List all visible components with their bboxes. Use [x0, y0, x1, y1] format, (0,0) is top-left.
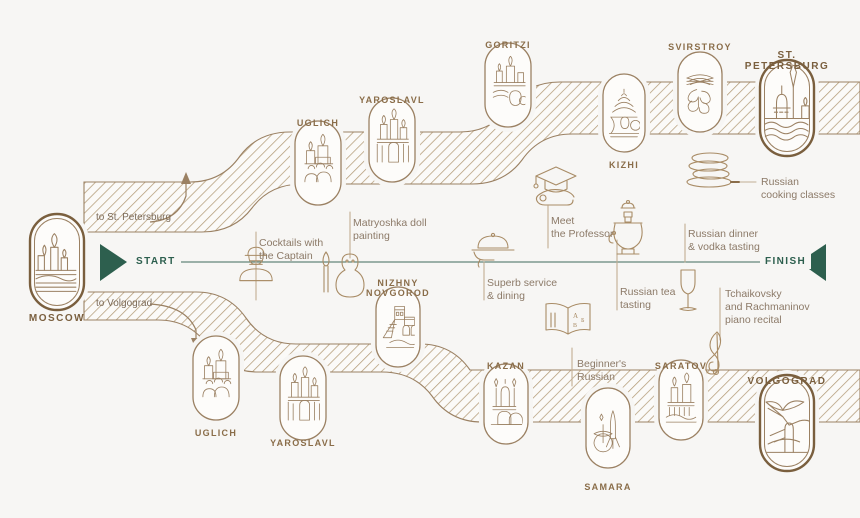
svg-text:Б: Б	[581, 318, 585, 324]
samara-rocket-icon	[593, 410, 620, 453]
start-triangle-icon	[100, 244, 127, 281]
city-capsule-yaroslavl-bot[interactable]	[275, 351, 331, 445]
stpetersburg-spire-icon	[764, 65, 810, 141]
svirstroy-basket-icon	[686, 74, 714, 114]
kazan-mosque-icon	[490, 378, 523, 425]
capsule-inner-ring	[764, 379, 810, 467]
city-capsule-kizhi[interactable]	[598, 69, 650, 157]
capsule-inner-ring	[34, 218, 80, 306]
route-note-to-volgograd: to Volgograd	[96, 298, 153, 309]
moscow-skyline-icon	[35, 233, 77, 292]
capsule-outline	[658, 359, 704, 441]
city-capsule-volgograd[interactable]	[755, 370, 819, 476]
capsule-outline	[28, 212, 86, 312]
city-capsule-svirstroy[interactable]	[673, 47, 727, 137]
nizhny-kremlin-icon	[382, 306, 415, 348]
activity-label-vodka: Russian dinner & vodka tasting	[688, 228, 760, 253]
blini-stack-icon	[686, 152, 740, 188]
paintbrush-icon	[322, 251, 330, 293]
capsule-outline	[602, 73, 646, 153]
to-stpetersburg-arrow-curve	[149, 178, 187, 223]
volgograd-statue-icon	[765, 400, 810, 453]
matryoshka-icon	[335, 253, 365, 298]
svg-text:В: В	[573, 323, 577, 329]
capsule-outline	[585, 387, 631, 469]
city-capsule-yaroslavl-top[interactable]	[364, 93, 420, 187]
cloche-icon	[471, 232, 515, 268]
route-note-to-st-petersburg: to St. Petersburg	[96, 212, 172, 223]
capsule-outline	[375, 286, 421, 368]
uglich-church-icon	[202, 348, 232, 398]
open-book-icon: A Б В	[545, 302, 591, 335]
city-capsule-stpetersburg[interactable]	[755, 55, 819, 161]
goritzi-monastery-icon	[492, 55, 526, 106]
treble-clef-icon	[705, 331, 722, 376]
finish-triangle-icon	[799, 244, 826, 281]
activity-label-cocktails: Cocktails with the Captain	[259, 237, 324, 262]
captain-icon	[239, 246, 273, 282]
activity-label-tea: Russian tea tasting	[620, 286, 676, 311]
city-capsule-saratov[interactable]	[654, 355, 708, 445]
kizhi-church-icon	[608, 88, 640, 138]
activity-label-recital: Tchaikovsky and Rachmaninov piano recita…	[725, 288, 810, 326]
activity-label-dining: Superb service & dining	[487, 277, 558, 302]
activity-label-beginners: Beginner's Russian	[577, 358, 627, 383]
start-marker-label: START	[131, 254, 181, 269]
to-stpetersburg-arrowhead	[181, 172, 191, 184]
graduation-cap-icon	[533, 166, 577, 206]
yaroslavl-church-icon	[376, 108, 409, 163]
city-capsule-uglich-top[interactable]	[290, 116, 346, 210]
saratov-church-icon	[665, 372, 698, 423]
svg-text:A: A	[573, 312, 578, 320]
activity-label-professor: Meet the Professor	[551, 215, 614, 240]
city-capsule-kazan[interactable]	[479, 359, 533, 449]
city-capsule-samara[interactable]	[581, 383, 635, 473]
activity-label-matryoshka: Matryoshka doll painting	[353, 217, 427, 242]
yaroslavl-church-icon	[287, 366, 320, 421]
city-capsule-goritzi[interactable]	[480, 38, 536, 132]
samovar-icon	[608, 199, 643, 255]
city-capsule-moscow[interactable]	[25, 209, 89, 315]
capsule-outline	[484, 42, 532, 128]
city-capsule-nizhny[interactable]	[371, 282, 425, 372]
north-route-band	[83, 81, 860, 233]
capsule-outline	[677, 51, 723, 133]
to-volgograd-arrow-curve	[149, 303, 197, 344]
uglich-church-icon	[304, 133, 334, 183]
city-capsule-uglich-bot[interactable]	[188, 331, 244, 425]
finish-marker-label: FINISH	[760, 254, 812, 269]
champagne-icon	[679, 269, 697, 312]
activity-label-cooking: Russian cooking classes	[761, 176, 836, 201]
